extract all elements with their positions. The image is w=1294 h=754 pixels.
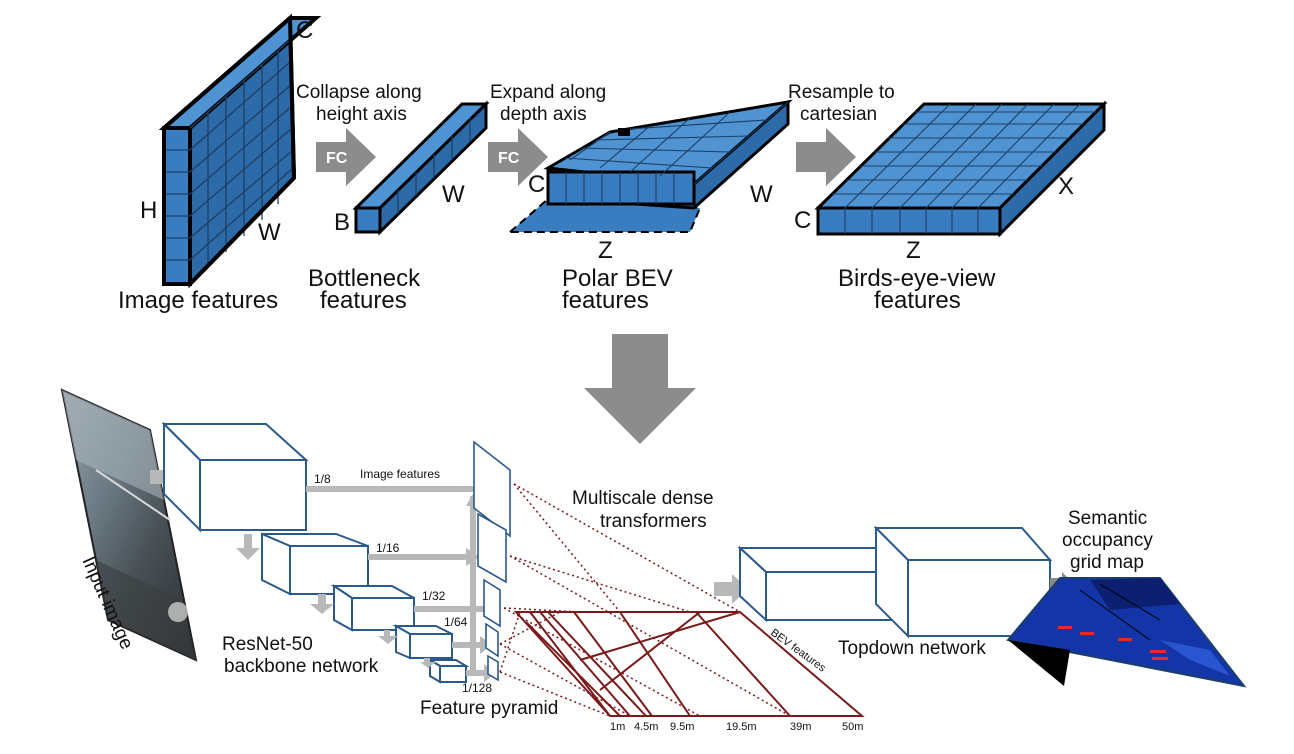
topdown-label: Topdown network	[838, 638, 986, 659]
topdown-network	[737, 525, 1053, 639]
output-label-line2: occupancy	[1062, 530, 1153, 551]
scale-1-8: 1/8	[314, 472, 331, 486]
backbone-label-line1: ResNet-50	[222, 634, 313, 655]
expand-step: Expand along depth axis FC	[488, 82, 606, 186]
fc-label-1: FC	[326, 150, 348, 167]
bottleneck-label-line2: features	[320, 287, 407, 314]
fc-arrow-1	[316, 128, 376, 186]
pyramid-level-4	[485, 622, 499, 658]
semantic-occupancy-map	[1006, 577, 1247, 688]
scale-1-32: 1/32	[422, 589, 446, 603]
polar-axis-z: Z	[598, 237, 613, 264]
transformer-rays	[499, 483, 791, 717]
depth-50m: 50m	[842, 721, 863, 733]
polar-bev-grid	[564, 101, 789, 204]
dense-transformers	[499, 483, 865, 717]
depth-1m: 1m	[610, 721, 625, 733]
feature-pyramid-label: Feature pyramid	[420, 698, 558, 719]
bev-label-line1: Birds-eye-view	[838, 265, 996, 292]
pyramid-level-2	[477, 512, 507, 584]
transformers-label-line1: Multiscale dense	[572, 488, 714, 509]
image-features-grid	[164, 39, 294, 268]
bev-block: C X Z Birds-eye-view features	[794, 100, 1108, 314]
expand-label-line1: Expand along	[490, 82, 606, 103]
depth-39m: 39m	[790, 721, 811, 733]
bev-grid	[832, 103, 1096, 234]
depth-19-5m: 19.5m	[726, 721, 757, 733]
bottleneck-axis-w: W	[442, 181, 465, 208]
polar-axis-w: W	[750, 181, 773, 208]
polar-axis-c: C	[528, 171, 545, 198]
image-features-label: Image features	[118, 287, 278, 314]
image-features-axis-h: H	[140, 197, 157, 224]
output-label-line1: Semantic	[1068, 508, 1147, 529]
backbone-stage-4	[392, 624, 453, 660]
image-features-axis-c: C	[296, 17, 313, 44]
input-image: Input image	[60, 388, 198, 662]
bev-label-line2: features	[874, 287, 961, 314]
bottleneck-axis-b: B	[334, 209, 350, 236]
bottleneck-block: B W Bottleneck features	[308, 100, 490, 314]
scale-1-16: 1/16	[376, 541, 400, 555]
resample-arrow	[796, 128, 856, 186]
image-features-block: C H W Image features	[118, 13, 322, 314]
backbone-label-line2: backbone network	[224, 656, 379, 677]
depth-4-5m: 4.5m	[634, 721, 658, 733]
pyramid-level-1	[473, 440, 511, 538]
depth-9-5m: 9.5m	[670, 721, 694, 733]
image-features-axis-w: W	[258, 219, 281, 246]
backbone-stage-5	[426, 658, 470, 684]
collapse-label-line1: Collapse along	[296, 82, 422, 103]
image-features-arrow-label: Image features	[360, 467, 440, 481]
polar-label-line2: features	[562, 287, 649, 314]
polar-label-line1: Polar BEV	[562, 265, 673, 292]
polar-bev-block: C W Z Polar BEV features	[507, 99, 793, 314]
backbone-stage-3	[330, 584, 415, 632]
big-down-arrow	[584, 334, 696, 444]
bev-axis-c: C	[794, 207, 811, 234]
transformers-label-line2: transformers	[600, 511, 707, 532]
bev-axis-x: X	[1058, 173, 1074, 200]
bottleneck-grid	[397, 118, 471, 214]
resample-step: Resample to cartesian	[788, 82, 895, 186]
collapse-step: Collapse along height axis FC	[296, 82, 422, 186]
fc-arrow-2	[488, 128, 548, 186]
scale-1-128: 1/128	[462, 681, 492, 695]
backbone-stage-1	[161, 421, 309, 533]
expand-label-line2: depth axis	[500, 104, 587, 125]
backbone-network	[161, 421, 470, 684]
resample-label-line2: cartesian	[800, 104, 877, 125]
resample-label-line1: Resample to	[788, 82, 895, 103]
pyramid-level-3	[483, 578, 501, 628]
bottleneck-label-line1: Bottleneck	[308, 265, 421, 292]
feature-pyramid	[473, 440, 511, 682]
backbone-step-arrows	[236, 534, 436, 668]
scale-1-64: 1/64	[444, 615, 468, 629]
bev-features-label: BEV features	[768, 627, 828, 675]
bev-axis-z: Z	[906, 237, 921, 264]
output-label-line3: grid map	[1070, 552, 1144, 573]
bev-frustum	[513, 611, 865, 717]
collapse-label-line2: height axis	[316, 104, 407, 125]
pyramid-level-5	[487, 654, 499, 682]
fc-label-2: FC	[498, 150, 520, 167]
